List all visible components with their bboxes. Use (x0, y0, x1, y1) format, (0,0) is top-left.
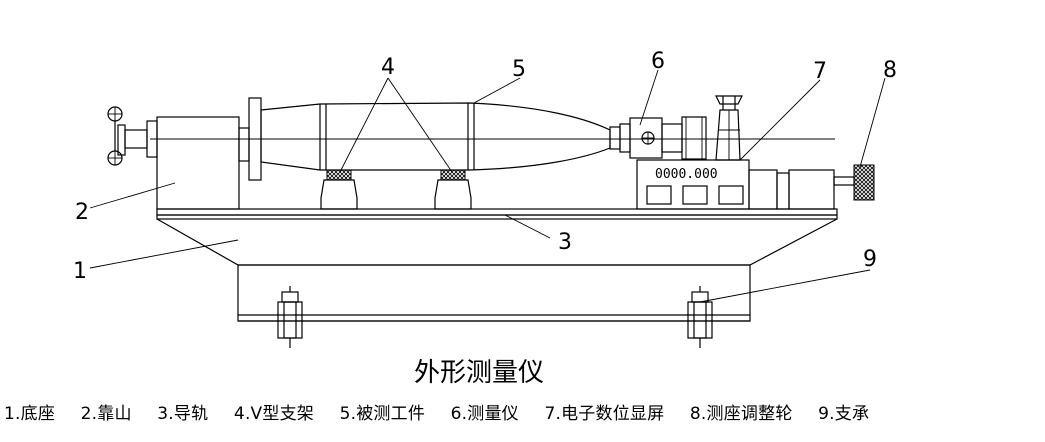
v-support-left (320, 169, 358, 210)
legend-item-adjustment-wheel: 8.测座调整轮 (689, 404, 793, 424)
legend-item-guide-rail: 3.导轨 (157, 404, 209, 424)
callout-1: 1 (73, 259, 87, 284)
legend-item-display: 7.电子数位显屏 (544, 404, 665, 424)
support-left (277, 286, 303, 348)
legend-item-base: 1.底座 (4, 404, 56, 424)
legend-item-support: 9.支承 (818, 404, 870, 424)
leader-lines (89, 69, 886, 303)
legend: 1.底座 2.靠山 3.导轨 4.V型支架 5.被测工件 6.测量仪 7.电子数… (4, 399, 889, 424)
callout-4: 4 (381, 55, 395, 80)
legend-item-measuring-instrument: 6.测量仪 (450, 404, 519, 424)
callout-8: 8 (883, 58, 897, 83)
callout-9: 9 (863, 247, 877, 272)
legend-item-v-support: 4.V型支架 (233, 404, 314, 424)
callout-5: 5 (512, 57, 526, 82)
display-readout: 0000.000 (655, 167, 718, 182)
callout-7: 7 (813, 59, 827, 84)
display-unit: 0000.000 (636, 159, 855, 210)
diagram-title: 外形测量仪 (413, 358, 544, 388)
v-support-right (434, 169, 472, 210)
callout-2: 2 (75, 200, 89, 225)
base (156, 208, 838, 322)
legend-item-back-stop: 2.靠山 (80, 404, 132, 424)
adjustment-wheel (853, 164, 875, 201)
callout-3: 3 (558, 230, 572, 255)
support-right (687, 286, 713, 348)
back-stop (107, 106, 250, 210)
callout-6: 6 (651, 49, 665, 74)
measuring-instrument (609, 95, 743, 161)
legend-item-workpiece: 5.被测工件 (339, 404, 426, 424)
callout-numbers: 1 2 3 4 5 6 7 8 9 (73, 49, 897, 284)
